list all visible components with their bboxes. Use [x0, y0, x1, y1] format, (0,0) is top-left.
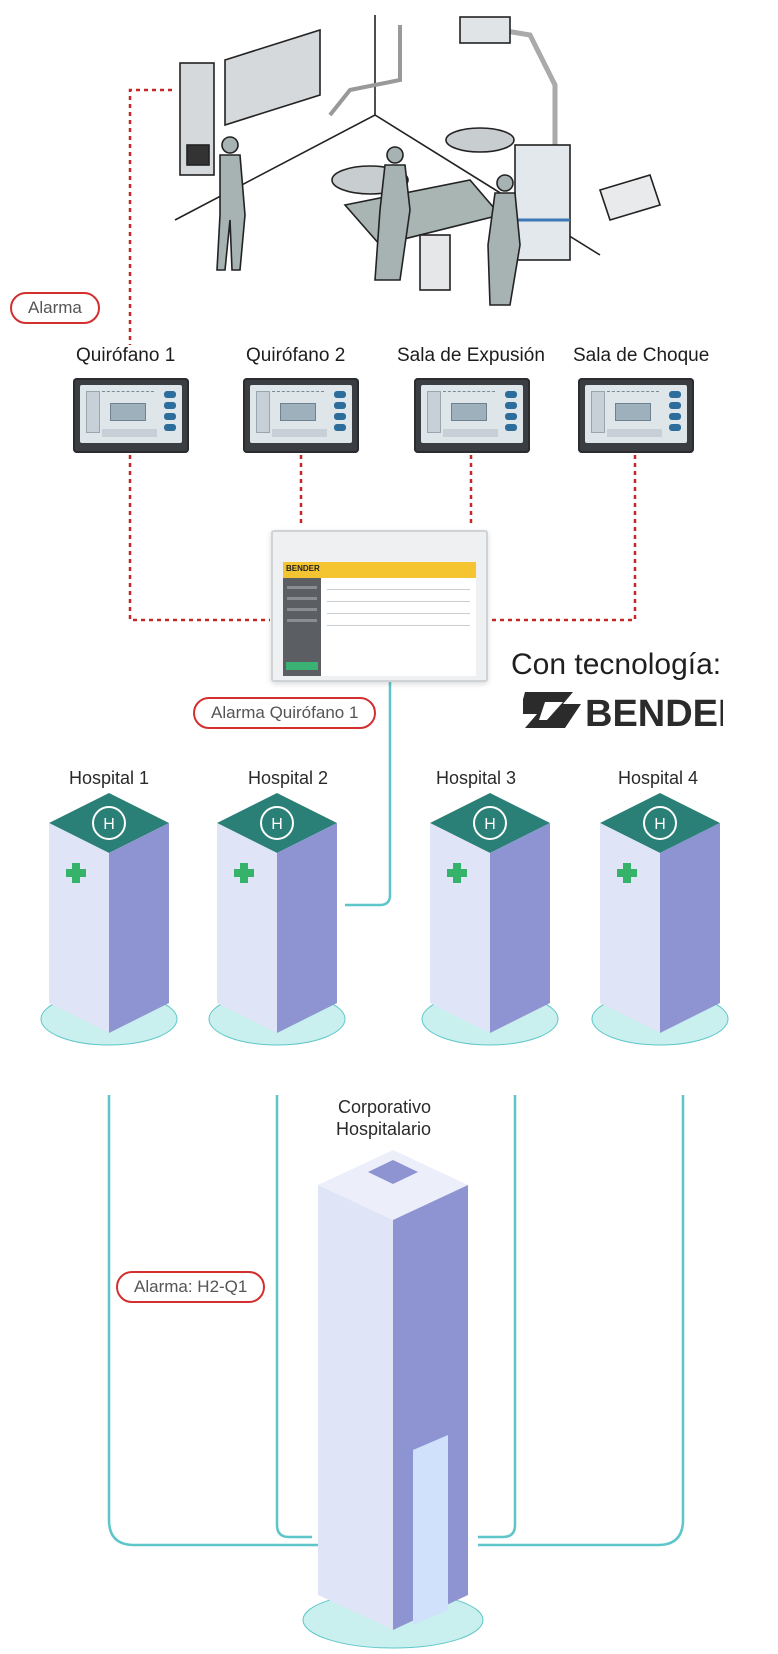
technology-text: Con tecnología: — [511, 648, 722, 681]
net-line-hospital3 — [478, 1095, 517, 1539]
hospital-label-2: Hospital 2 — [248, 768, 329, 788]
panel-quirofano-2 — [243, 378, 359, 453]
hospital-label-4: Hospital 4 — [618, 768, 699, 788]
central-monitor: BENDER — [271, 530, 488, 682]
panel-label-sala-choque: Sala de Choque — [573, 345, 710, 366]
alarm-pill: Alarma — [10, 292, 100, 324]
operating-room-illustration — [174, 15, 662, 306]
alarm-line-room — [128, 88, 172, 345]
corporate-label-line2: Hospitalario — [336, 1119, 432, 1139]
hospital-2-building: H — [208, 793, 346, 1046]
net-line-hospital2 — [275, 1095, 312, 1539]
corporate-label-line1: Corporativo — [338, 1097, 432, 1117]
hospital-3-building: H — [421, 793, 559, 1046]
net-line-hospital4 — [478, 1095, 685, 1547]
hospital-label-1: Hospital 1 — [69, 768, 150, 788]
bender-logo: BENDER — [519, 690, 745, 735]
panel-label-sala-expusion: Sala de Expusión — [397, 345, 545, 366]
panel-sala-choque — [578, 378, 694, 453]
svg-text:H: H — [484, 816, 496, 833]
svg-text:H: H — [103, 816, 115, 833]
svg-text:H: H — [654, 816, 666, 833]
net-line-hospital1 — [107, 1095, 318, 1547]
alarm-line-panel-1 — [128, 455, 270, 622]
alarm-h2-pill: Alarma: H2-Q1 — [116, 1271, 266, 1303]
panel-quirofano-1 — [73, 378, 189, 453]
alarm-line-panel-4 — [490, 455, 637, 622]
net-line-monitor-hospital2 — [345, 678, 392, 907]
hospital-4-building: H — [591, 793, 729, 1046]
alarm-quirofano-pill: Alarma Quirófano 1 — [193, 697, 377, 729]
bender-logo-icon: BENDER — [519, 692, 745, 735]
corporate-building — [302, 1150, 484, 1649]
panel-label-quirofano-1: Quirófano 1 — [76, 345, 176, 366]
hospital-label-3: Hospital 3 — [436, 768, 517, 788]
panel-sala-expusion — [414, 378, 530, 453]
svg-text:H: H — [271, 816, 283, 833]
monitor-brand: BENDER — [286, 564, 320, 573]
hospital-1-building: H — [40, 793, 178, 1046]
panel-label-quirofano-2: Quirófano 2 — [246, 345, 346, 366]
bender-logo-text: BENDER — [585, 693, 723, 730]
